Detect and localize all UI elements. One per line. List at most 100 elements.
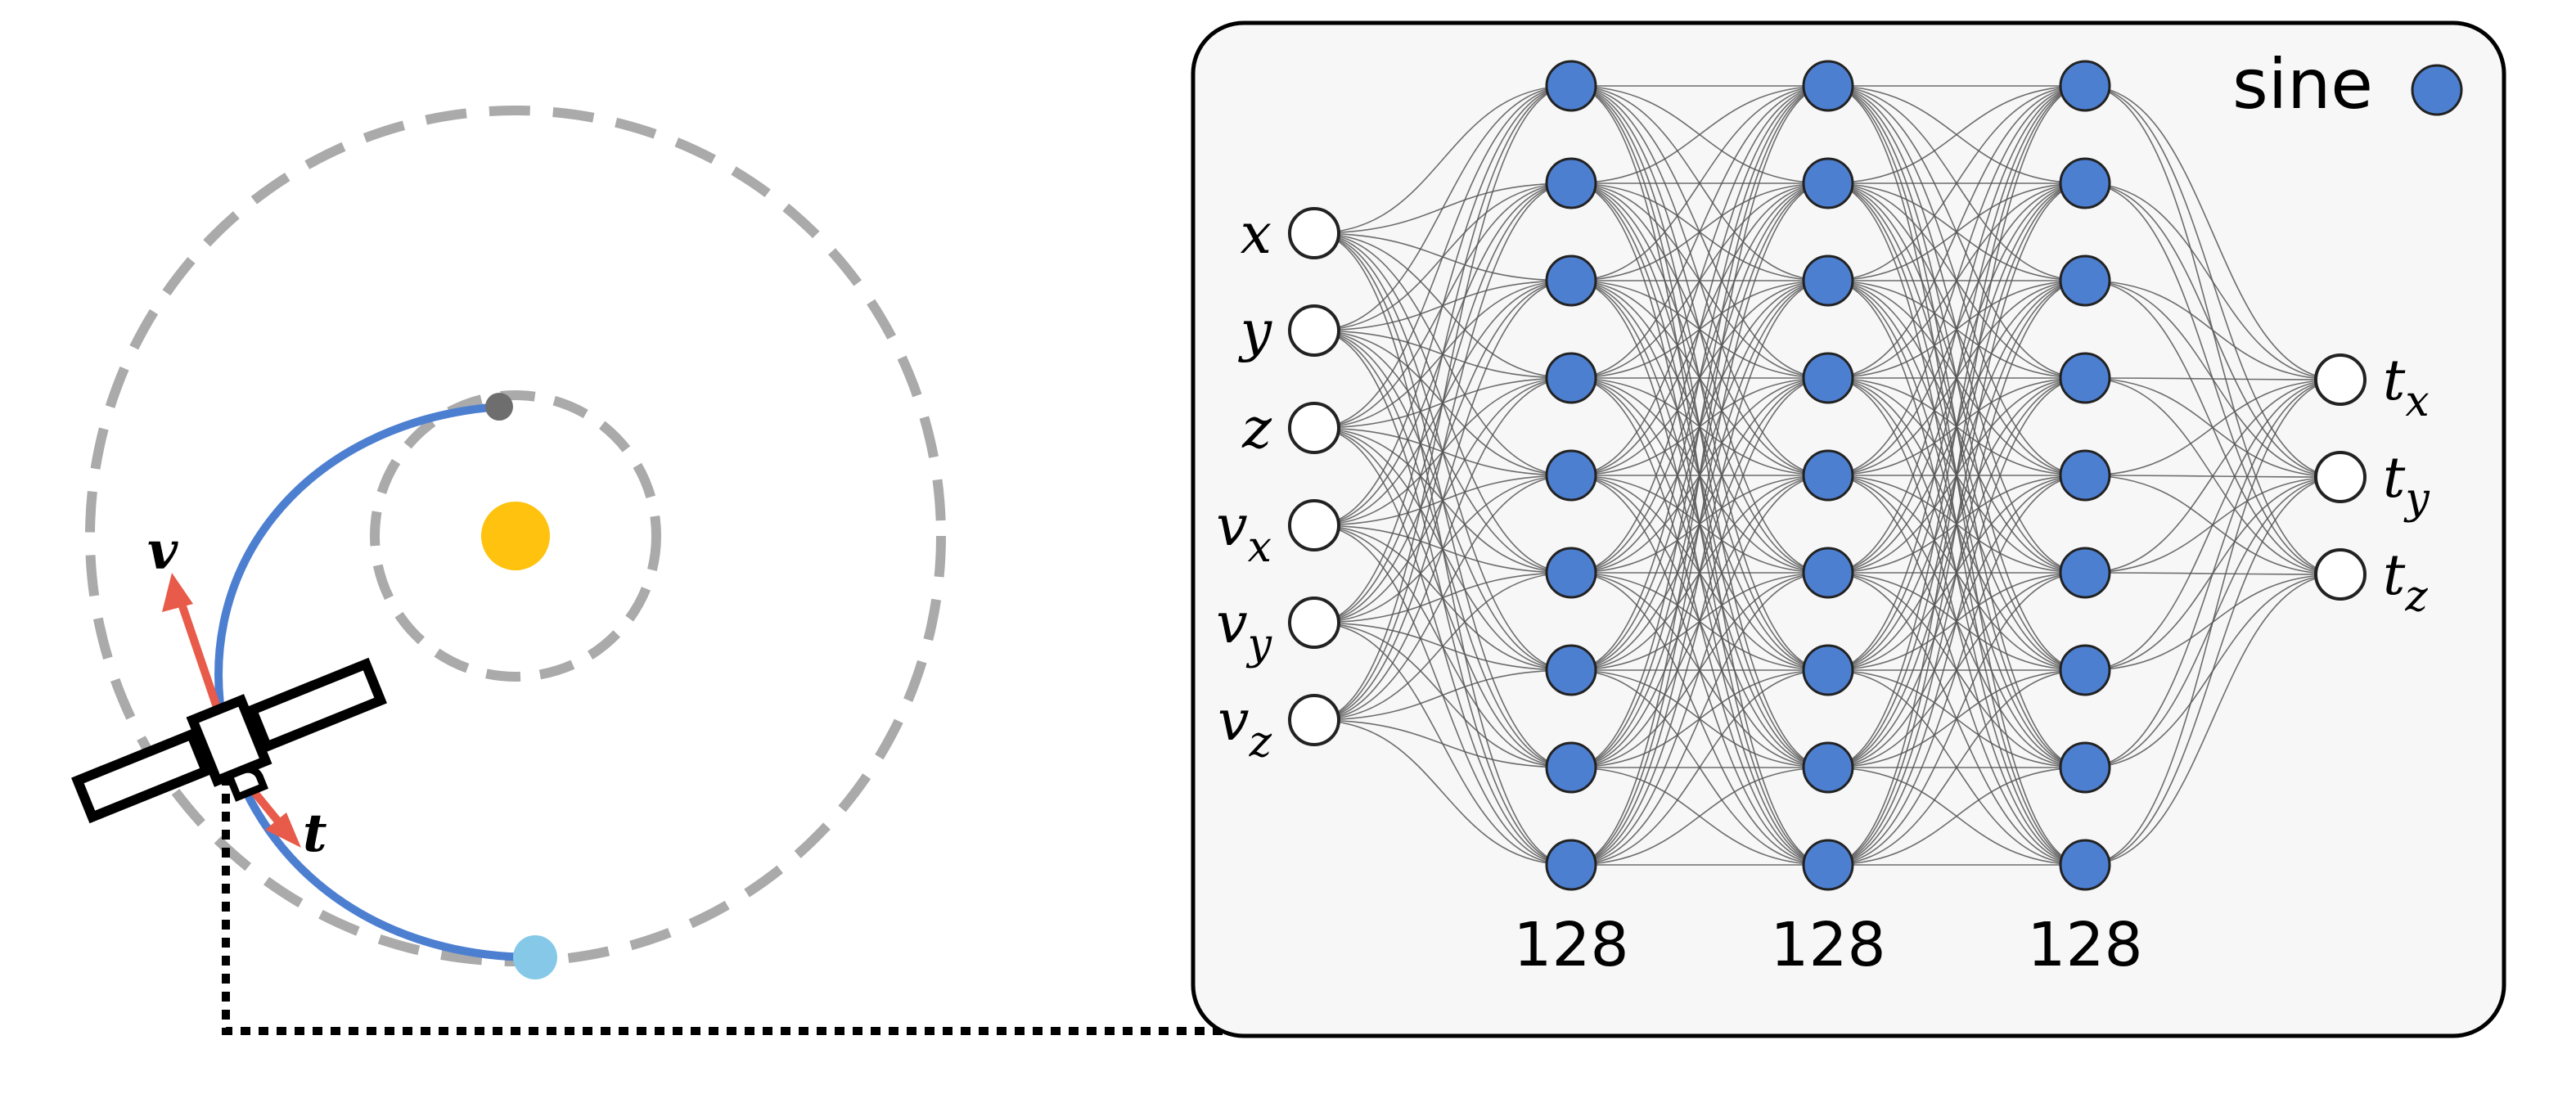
network-edges xyxy=(1313,85,2341,866)
edge-l0-n4-to-n0 xyxy=(1313,85,1572,624)
hidden-layer-2-size-label: 128 xyxy=(2027,910,2142,980)
input-label-1: y xyxy=(1238,299,1273,364)
output-node-1 xyxy=(2314,451,2367,503)
edge-l2-n8-to-n6 xyxy=(1827,669,2086,866)
hidden-node-l1-2 xyxy=(1545,254,1597,307)
edge-l0-n3-to-n0 xyxy=(1313,85,1572,526)
input-label-0-base: x xyxy=(1241,202,1272,267)
spacecraft-icon xyxy=(71,657,387,824)
edge-l1-n7-to-n0 xyxy=(1570,85,1829,768)
edge-l2-n8-to-n1 xyxy=(1827,182,2086,866)
hidden-node-l2-8 xyxy=(1802,839,1854,891)
hidden-node-l3-1 xyxy=(2059,157,2111,209)
hidden-node-l3-4 xyxy=(2059,449,2111,502)
hidden-node-l2-1 xyxy=(1802,157,1854,209)
edge-l2-n6-to-n0 xyxy=(1827,85,2086,671)
edge-l3-n7-to-n0 xyxy=(2084,379,2341,768)
edge-l2-n8-to-n7 xyxy=(1827,767,2086,866)
input-node-2 xyxy=(1288,402,1340,454)
hidden-node-l3-6 xyxy=(2059,644,2111,696)
edge-l0-n5-to-n6 xyxy=(1313,669,1572,721)
input-label-2-base: z xyxy=(1241,397,1272,461)
edge-l3-n2-to-n0 xyxy=(2084,280,2341,380)
output-node-2 xyxy=(2314,548,2367,601)
edge-l2-n2-to-n0 xyxy=(1827,85,2086,281)
input-label-3-sub: x xyxy=(1248,523,1272,572)
output-label-0-base: t xyxy=(2383,349,2406,413)
output-label-0: tx xyxy=(2383,349,2430,426)
hidden-node-l2-5 xyxy=(1802,547,1854,599)
hidden-node-l3-2 xyxy=(2059,254,2111,307)
edge-l0-n1-to-n0 xyxy=(1313,85,1572,331)
output-node-0 xyxy=(2314,353,2367,406)
edge-l3-n8-to-n0 xyxy=(2084,379,2341,866)
hidden-node-l1-0 xyxy=(1545,60,1597,112)
edge-l2-n8-to-n3 xyxy=(1827,377,2086,866)
edge-l0-n5-to-n2 xyxy=(1313,280,1572,721)
input-label-5-sub: z xyxy=(1249,718,1272,767)
thrust-arrowhead xyxy=(265,813,301,848)
edge-l1-n8-to-n0 xyxy=(1570,85,1829,866)
hidden-node-l3-8 xyxy=(2059,839,2111,891)
edge-l2-n8-to-n2 xyxy=(1827,280,2086,866)
edge-l2-n3-to-n0 xyxy=(1827,85,2086,379)
edge-l3-n0-to-n0 xyxy=(2084,85,2341,380)
output-label-2-base: t xyxy=(2383,543,2406,608)
edge-l2-n5-to-n0 xyxy=(1827,85,2086,574)
edge-l3-n8-to-n2 xyxy=(2084,574,2341,866)
output-label-1-base: t xyxy=(2383,446,2406,511)
activation-legend-node xyxy=(2411,64,2463,116)
edge-l1-n3-to-n0 xyxy=(1570,85,1829,379)
edge-l1-n1-to-n0 xyxy=(1570,85,1829,184)
hidden-node-l2-4 xyxy=(1802,449,1854,502)
edge-l3-n3-to-n0 xyxy=(2084,377,2341,380)
input-node-1 xyxy=(1288,304,1340,357)
hidden-node-l2-0 xyxy=(1802,60,1854,112)
output-label-1-sub: y xyxy=(2403,475,2430,524)
hidden-node-l1-4 xyxy=(1545,449,1597,502)
input-node-3 xyxy=(1288,499,1340,552)
hidden-layer-0-size-label: 128 xyxy=(1513,910,1628,980)
hidden-node-l3-5 xyxy=(2059,547,2111,599)
inner-orbit-ring xyxy=(370,390,661,682)
network-nodes xyxy=(1288,60,2367,891)
edge-l0-n5-to-n7 xyxy=(1313,719,1572,768)
hidden-node-l3-3 xyxy=(2059,352,2111,404)
edge-l1-n4-to-n0 xyxy=(1570,85,1829,476)
edge-l1-n8-to-n1 xyxy=(1570,182,1829,866)
input-label-3-base: v xyxy=(1216,494,1247,559)
edge-l1-n5-to-n0 xyxy=(1570,85,1829,574)
input-node-0 xyxy=(1288,207,1340,259)
edge-l2-n7-to-n0 xyxy=(1827,85,2086,768)
input-label-4-base: v xyxy=(1216,592,1247,656)
edge-l2-n4-to-n0 xyxy=(1827,85,2086,476)
output-label-2-sub: z xyxy=(2404,572,2428,621)
edge-l2-n8-to-n0 xyxy=(1827,85,2086,866)
edge-l2-n8-to-n5 xyxy=(1827,572,2086,866)
hidden-node-l1-6 xyxy=(1545,644,1597,696)
sun-icon xyxy=(481,502,550,570)
edge-l0-n5-to-n4 xyxy=(1313,475,1572,721)
edge-l3-n8-to-n1 xyxy=(2084,476,2341,866)
edge-l0-n5-to-n5 xyxy=(1313,572,1572,721)
hidden-node-l3-0 xyxy=(2059,60,2111,112)
start-planet-icon xyxy=(485,393,513,421)
edge-l0-n0-to-n0 xyxy=(1313,85,1572,234)
edge-l1-n8-to-n4 xyxy=(1570,475,1829,866)
edge-l1-n8-to-n5 xyxy=(1570,572,1829,866)
connector-line xyxy=(222,776,1227,1035)
input-node-4 xyxy=(1288,597,1340,649)
input-label-4-sub: y xyxy=(1246,620,1272,669)
output-label-2: tz xyxy=(2383,543,2428,621)
hidden-node-l1-3 xyxy=(1545,352,1597,404)
edge-l1-n8-to-n6 xyxy=(1570,669,1829,866)
hidden-layer-1-size-label: 128 xyxy=(1770,910,1885,980)
hidden-node-l1-7 xyxy=(1545,741,1597,794)
input-label-3: vx xyxy=(1216,494,1272,572)
output-label-0-sub: x xyxy=(2405,377,2429,426)
edge-l0-n2-to-n0 xyxy=(1313,85,1572,429)
orbit-scene: v t xyxy=(71,106,1227,1035)
edge-l0-n5-to-n3 xyxy=(1313,377,1572,721)
